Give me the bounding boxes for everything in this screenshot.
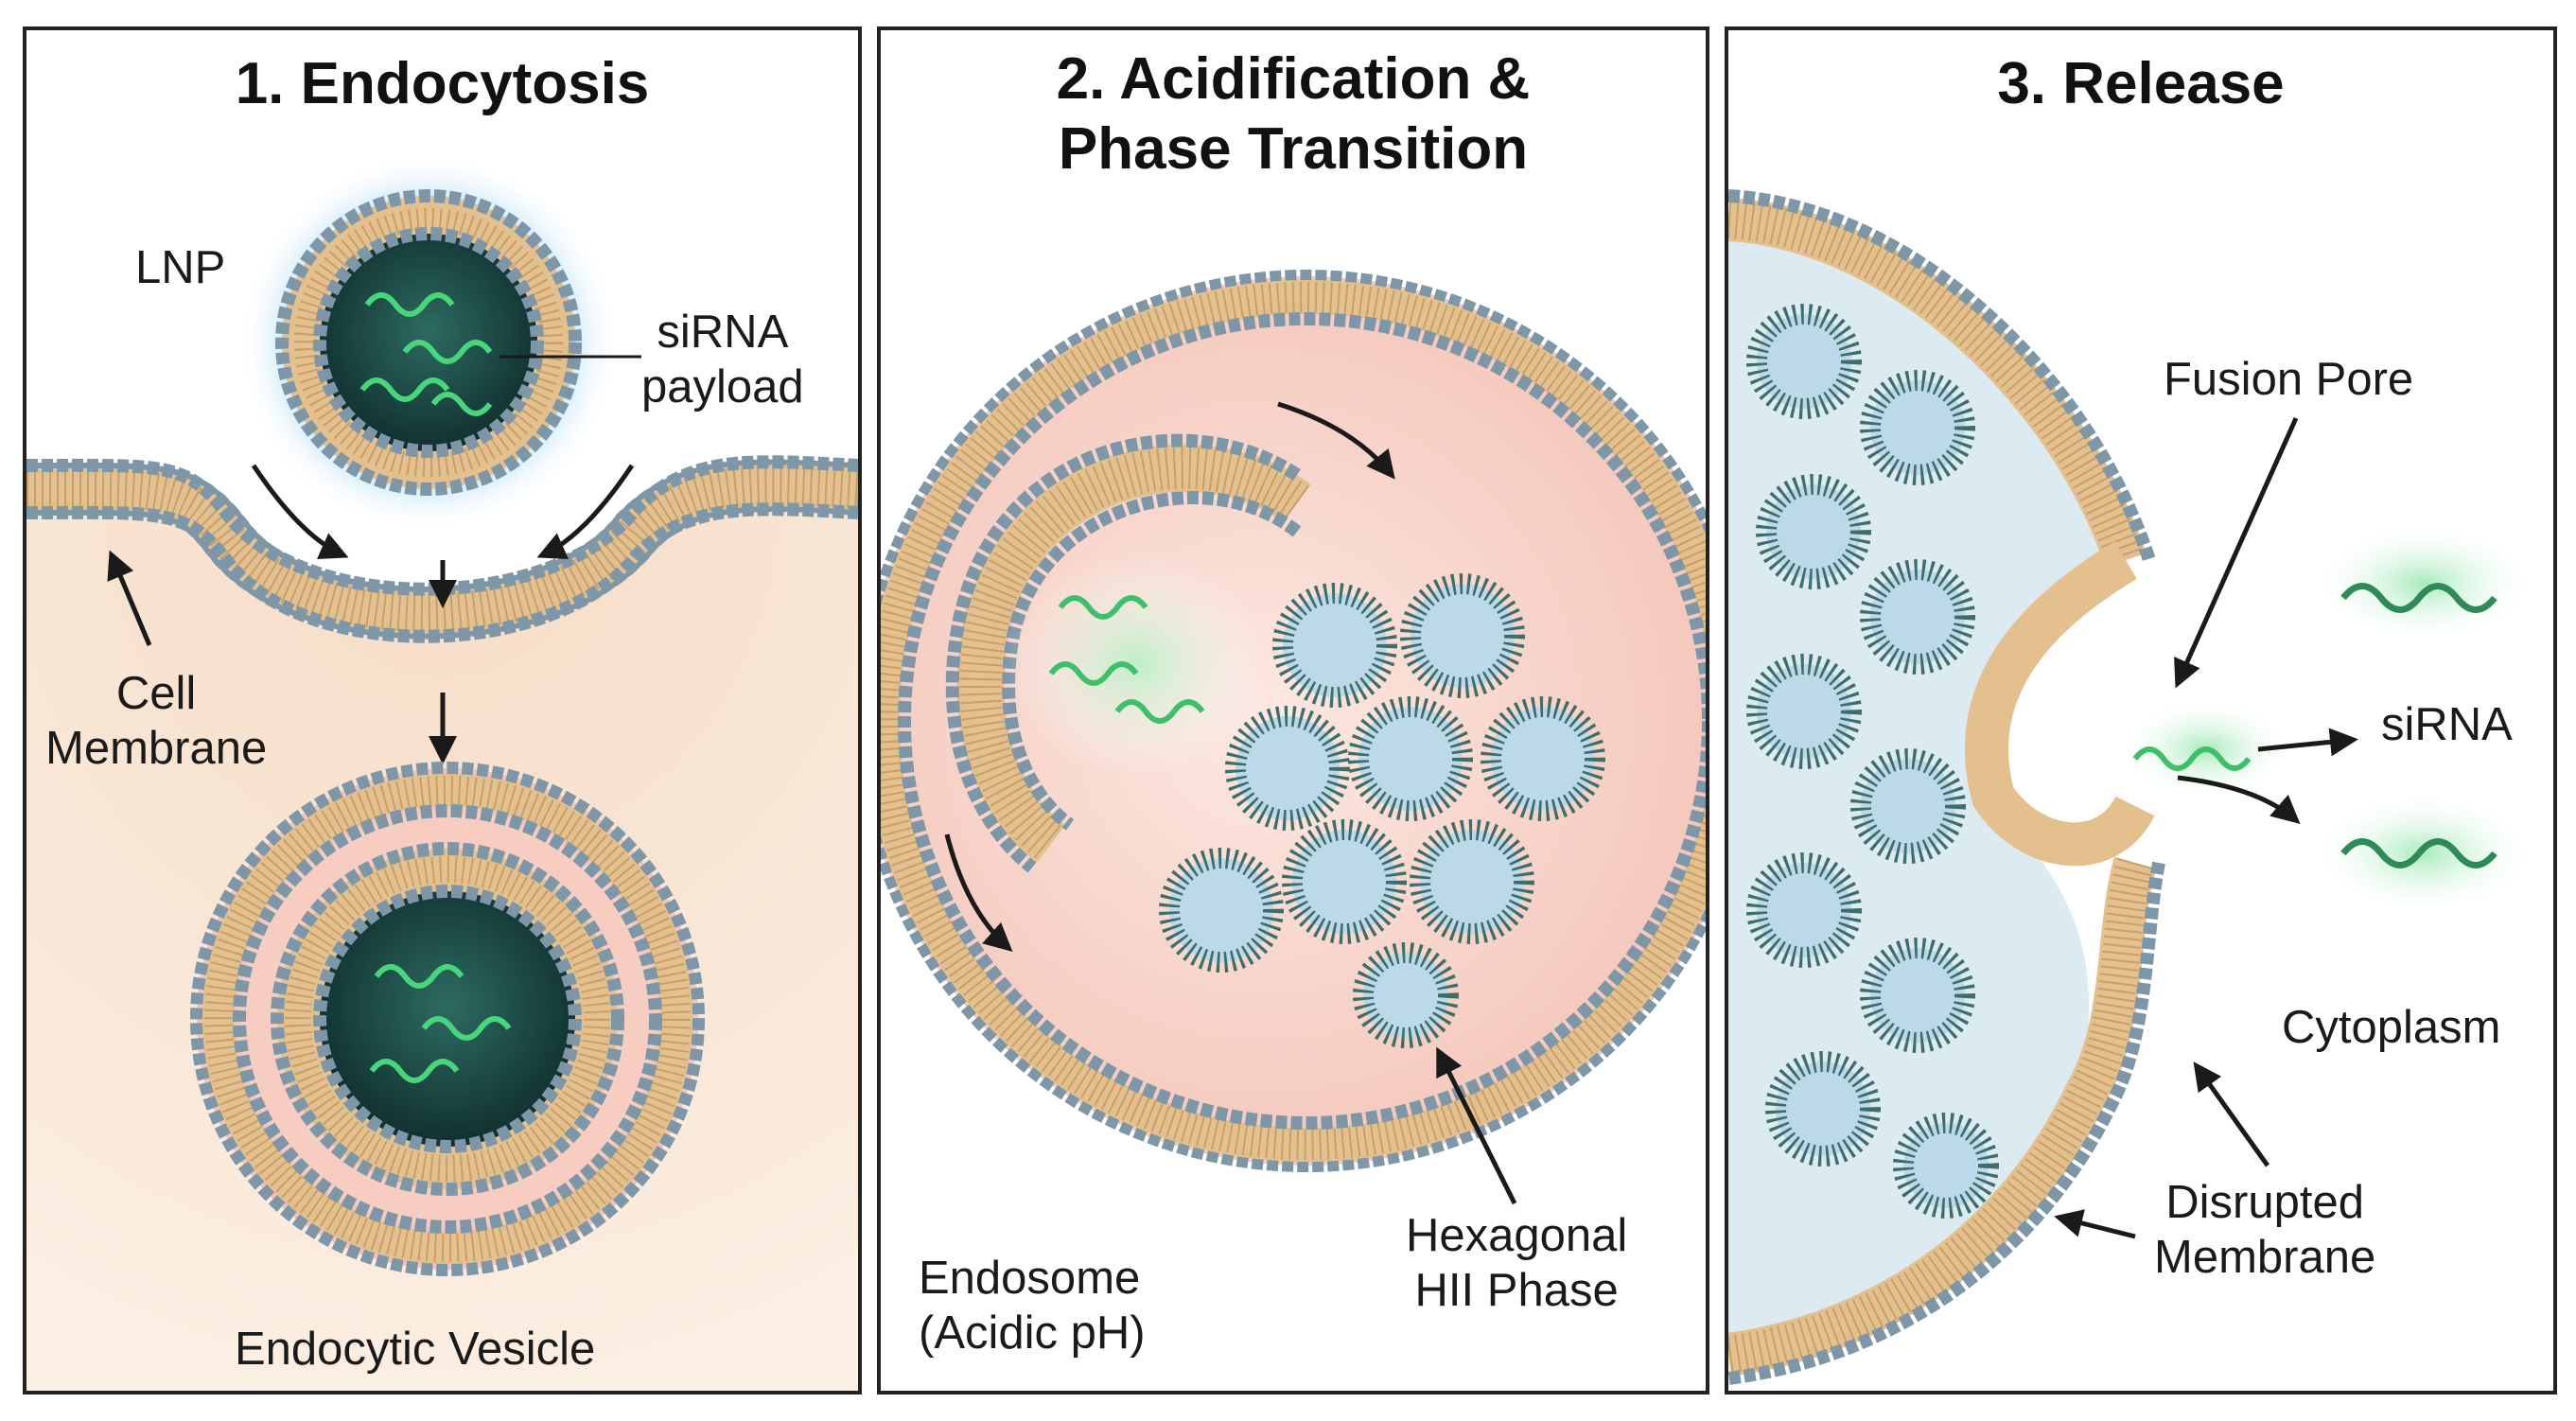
cyto-sirna-strand-2 bbox=[2340, 838, 2497, 868]
cytoplasm-label: Cytoplasm bbox=[2282, 1002, 2501, 1053]
disrupted-membrane-arrow-1 bbox=[2193, 1061, 2270, 1167]
cell-membrane-inner-heads bbox=[26, 502, 858, 643]
sirna-diffuse-arrow bbox=[2177, 775, 2301, 824]
lnp-tail-lines bbox=[294, 208, 563, 477]
inward-arrow-left bbox=[251, 464, 349, 559]
pore-sirna-strand bbox=[2132, 746, 2252, 771]
lnp-folded-tail-lines bbox=[959, 447, 1309, 861]
lnp-folded-outer-heads bbox=[945, 433, 1301, 873]
cyto-sirna-glow-2 bbox=[2310, 792, 2537, 915]
transition-arrow-left bbox=[944, 833, 1013, 952]
cyto-sirna-strand-1 bbox=[2340, 583, 2497, 613]
fusion-pore-arrow bbox=[2174, 416, 2299, 689]
sirna-release-arrow bbox=[2257, 728, 2358, 757]
panel-endocytosis: 1. Endocytosis LNP siRNA payload Cell Me… bbox=[23, 26, 862, 1395]
cell-membrane-tail-lines bbox=[26, 466, 858, 632]
lnp-label: LNP bbox=[135, 242, 226, 293]
cyto-sirna-glow-1 bbox=[2310, 522, 2537, 645]
lnp-folded-inner-heads bbox=[1002, 491, 1302, 831]
vesicle-lnp-core bbox=[313, 885, 582, 1153]
cell-membrane-arrow bbox=[107, 550, 152, 646]
panel-release: 3. Release Fusion Pore siRNA Cytoplasm D… bbox=[1725, 26, 2557, 1395]
membrane-upper-tails bbox=[1728, 198, 2147, 568]
acidification-illustration bbox=[881, 270, 1706, 1205]
release-illustration bbox=[1728, 189, 2537, 1385]
endocytic-vesicle-label: Endocytic Vesicle bbox=[235, 1324, 596, 1375]
vesicle-outer-tail-lines bbox=[204, 776, 691, 1262]
membrane-upper-heads bbox=[1728, 189, 2156, 563]
endosome-label: Endosome (Acidic pH) bbox=[919, 1253, 1146, 1359]
disrupted-membrane-label: Disrupted Membrane bbox=[2154, 1177, 2376, 1283]
panel-3-title: 3. Release bbox=[1997, 51, 2285, 116]
vesicle-lnp-tail-lines bbox=[285, 856, 610, 1182]
sirna-label: siRNA bbox=[2381, 699, 2513, 750]
panel-acidification: 2. Acidification & Phase Transition Endo… bbox=[877, 26, 1709, 1395]
fusion-pore-rim bbox=[1965, 541, 2155, 867]
inward-arrow-right bbox=[536, 464, 635, 559]
transition-arrow-top bbox=[1277, 401, 1395, 480]
disrupted-membrane-arrow-2 bbox=[2054, 1209, 2136, 1239]
fusion-pore-label: Fusion Pore bbox=[2164, 354, 2414, 405]
release-hexagonal-lattice bbox=[1746, 304, 1999, 1219]
membrane-lower-tails bbox=[1728, 856, 2157, 1377]
sirna-glow bbox=[1004, 551, 1269, 778]
endosome-inner-heads bbox=[898, 312, 1706, 1130]
hexagonal-phase-label: Hexagonal HII Phase bbox=[1406, 1210, 1628, 1316]
hexagonal-phase-arrow bbox=[1436, 1046, 1517, 1205]
panel-2-title: 2. Acidification & Phase Transition bbox=[1056, 46, 1531, 182]
vesicle-sirna-strands bbox=[369, 964, 512, 1083]
cell-membrane-outer-heads bbox=[26, 455, 858, 596]
hexagonal-phase-lattice bbox=[1159, 573, 1605, 1048]
membrane-lower-heads bbox=[1728, 861, 2165, 1385]
panel-1-title: 1. Endocytosis bbox=[235, 51, 650, 116]
endosome-sirna-strands bbox=[1048, 595, 1205, 724]
cell-membrane-label: Cell Membrane bbox=[45, 668, 268, 774]
endocytosis-illustration bbox=[26, 153, 858, 1391]
sirna-payload-label: siRNA payload bbox=[641, 307, 804, 412]
lnp-sirna-strands bbox=[359, 292, 493, 416]
endosome-outer-heads bbox=[881, 270, 1706, 1172]
endosome-tails bbox=[881, 280, 1706, 1162]
lnp-core bbox=[313, 227, 544, 458]
